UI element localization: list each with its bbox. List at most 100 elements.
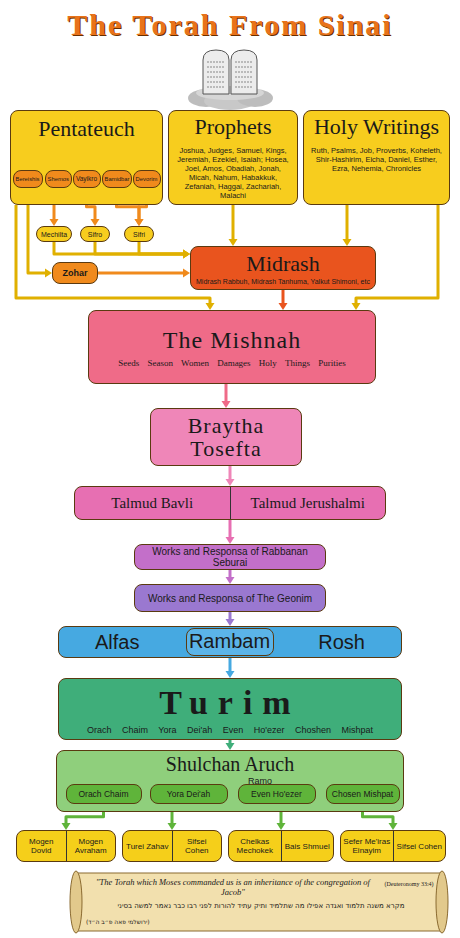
- tablet-line: [207, 82, 225, 83]
- arrowhead: [343, 239, 352, 246]
- rambam-box: Rambam: [186, 628, 274, 656]
- node-text: Zohar: [62, 268, 87, 278]
- arrowhead: [183, 250, 190, 259]
- commentary-box: Turei ZahavSifsei Cohen: [122, 830, 222, 862]
- connector: [226, 612, 235, 626]
- tablet-line: [235, 82, 253, 83]
- section-box: Orach Chaim: [66, 784, 142, 804]
- scroll: [70, 871, 448, 933]
- connector: [139, 242, 190, 259]
- node-text: Sifro: [88, 231, 102, 238]
- node-text: Devorim: [136, 176, 158, 182]
- connector-line: [229, 520, 232, 537]
- tablets: [203, 50, 257, 94]
- arrowhead: [91, 219, 100, 226]
- arrowhead: [183, 250, 190, 259]
- book-box: PentateuchBereishisShemosVayikroBamidbar…: [10, 110, 163, 205]
- connector: [343, 205, 352, 246]
- connector: [229, 205, 238, 246]
- connector: [226, 740, 235, 750]
- tablet-line: [207, 72, 225, 73]
- connector-line: [346, 205, 349, 239]
- arrowhead: [352, 303, 361, 310]
- connector: [226, 658, 235, 678]
- connector: [226, 466, 235, 486]
- node-text: Rosh: [318, 631, 365, 654]
- book-tab: Devorim: [133, 170, 161, 188]
- tablet-line: [235, 62, 253, 63]
- connector-line: [54, 242, 183, 254]
- arrowhead: [226, 537, 235, 544]
- arrowhead: [50, 219, 59, 226]
- node-text: Mechilta: [41, 231, 67, 238]
- connector: [16, 205, 215, 310]
- connector-line: [282, 290, 285, 303]
- node-text: Yora Dei'ah: [167, 789, 210, 799]
- diagram-title: The Torah From Sinai: [10, 8, 450, 41]
- arrowhead: [168, 823, 177, 830]
- arrowhead: [226, 577, 235, 584]
- arrowhead: [226, 671, 235, 678]
- connector-line: [229, 612, 232, 619]
- tablet-line: [207, 87, 225, 88]
- connector-line: [225, 384, 228, 401]
- arrowhead: [226, 619, 235, 626]
- rishonim-band: AlfasRoshRambam: [58, 626, 402, 658]
- node-text: Vayikro: [76, 175, 97, 182]
- node-text: Midrash: [246, 251, 319, 277]
- connector-line: [229, 658, 232, 671]
- node-text: The Mishnah: [163, 327, 301, 354]
- node-text: Pentateuch: [38, 116, 135, 142]
- connector-line: [98, 272, 183, 275]
- zohar-box: Zohar: [52, 262, 98, 284]
- arrowhead: [226, 743, 235, 750]
- node-text: Ruth, Psalms, Job, Proverbs, Koheleth, S…: [306, 146, 447, 173]
- turim-box: TurimOrach Chaim Yora Dei'ah Even Ho'eze…: [58, 678, 402, 740]
- responsa-box: Works and Responsa of The Geonim: [134, 584, 326, 612]
- node-text: Works and Responsa of Rabbanan Seburai: [137, 546, 323, 568]
- scroll-note: (Deuteronomy 33:4): [380, 881, 438, 888]
- talmud-box: Talmud BavliTalmud Jerushalmi: [74, 486, 386, 520]
- tablet-line: [235, 72, 253, 73]
- node-text: Orach Chaim Yora Dei'ah Even Ho'ezer Cho…: [87, 725, 373, 735]
- connector-line: [232, 205, 235, 239]
- commentary-box: Sefer Me'iras EinayimSifsei Cohen: [340, 830, 446, 862]
- tablet-line: [207, 77, 225, 78]
- node-text: Orach Chaim: [78, 789, 128, 799]
- section-box: Even Ho'ezer: [238, 784, 316, 804]
- node-text: Works and Responsa of The Geonim: [148, 593, 312, 604]
- connector: [279, 290, 288, 310]
- arrowhead: [183, 269, 190, 278]
- node-text: Holy Writings: [314, 114, 439, 140]
- node-text: Seeds Season Women Damages Holy Things P…: [118, 358, 345, 368]
- node-text: Even Ho'ezer: [251, 789, 302, 799]
- connector-line: [95, 242, 183, 254]
- book-tab: Bereishis: [13, 170, 43, 188]
- node-text: Chelkas Mechokek: [229, 831, 281, 861]
- arrowhead: [135, 219, 144, 226]
- commentary-box: Mogen DovidMogen Avraham: [16, 830, 116, 862]
- midrash-halacha-box: Sifro: [80, 226, 110, 242]
- connector: [54, 242, 190, 259]
- node-text: Turei Zahav: [123, 831, 172, 861]
- node-text: Chosen Mishpat: [332, 789, 393, 799]
- node-text: Joshua, Judges, Samuel, Kings, Jeremiah,…: [171, 146, 295, 200]
- node-text: Midrash Rabbuh, Midrash Tanhuma, Yalkut …: [196, 278, 370, 285]
- connector: [226, 520, 235, 544]
- arrowhead: [206, 303, 215, 310]
- scroll-note: מקרא משנה תלמוד ואגדה אפילו מה שתלמיד ות…: [86, 902, 436, 910]
- arrowhead: [183, 250, 190, 259]
- node-text: Talmud Bavli: [75, 487, 230, 519]
- node-text: Sifsei Cohen: [172, 831, 222, 861]
- node-text: Sifsei Cohen: [393, 831, 446, 861]
- arrowhead: [135, 219, 144, 226]
- node-text: Sefer Me'iras Einayim: [341, 831, 393, 861]
- midrash-box: MidrashMidrash Rabbuh, Midrash Tanhuma, …: [190, 246, 376, 290]
- node-text: Bamidbar: [105, 176, 129, 182]
- connector-line: [139, 242, 183, 254]
- midrash-halacha-box: Sifri: [124, 226, 154, 242]
- node-text: Bais Shmuel: [281, 831, 334, 861]
- node-text: Mogen Avraham: [66, 831, 116, 861]
- braytha-box: Braytha Tosefta: [150, 408, 302, 466]
